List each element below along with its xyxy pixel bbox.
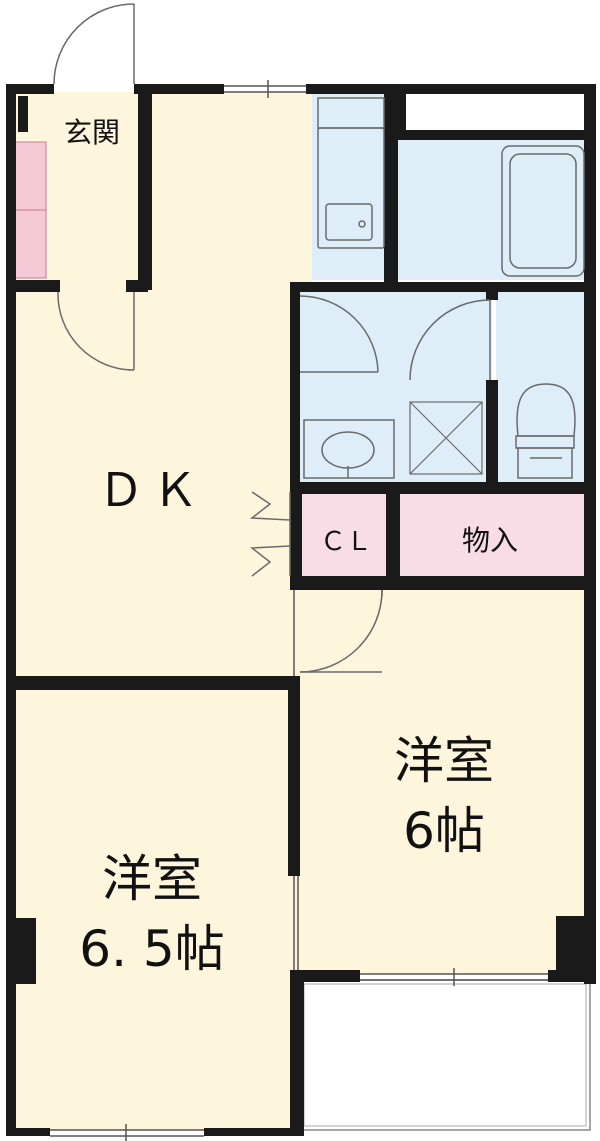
storage-label: 物入 — [462, 524, 518, 557]
dk-floor — [12, 92, 312, 682]
toilet-icon — [515, 383, 576, 479]
western-room-1-floor — [296, 582, 590, 974]
western-room-2-name: 洋室 — [102, 850, 202, 908]
door-swings — [53, 3, 491, 673]
bathtub-icon — [501, 145, 585, 277]
entrance-label: 玄関 — [64, 116, 120, 149]
walls — [6, 84, 596, 1136]
western-room-1-size: 6帖 — [403, 802, 485, 860]
bathroom-floor — [398, 138, 588, 280]
shower-floor-icon — [409, 401, 483, 475]
kitchen-sink-area — [312, 92, 388, 280]
toilet-floor — [496, 290, 588, 486]
western-room-2-size: 6. 5帖 — [79, 920, 224, 978]
western-room-2-floor — [12, 682, 298, 1130]
storage-floor — [398, 492, 588, 580]
western-room-1-name: 洋室 — [394, 732, 494, 790]
balcony — [299, 979, 591, 1131]
dk-label: ＤＫ — [98, 463, 206, 517]
closet-label: ＣＬ — [320, 527, 372, 557]
closet-floor — [300, 492, 388, 580]
washbasin-icon — [303, 419, 395, 479]
kitchen-sink-icon — [317, 97, 385, 249]
windows — [50, 80, 548, 1141]
